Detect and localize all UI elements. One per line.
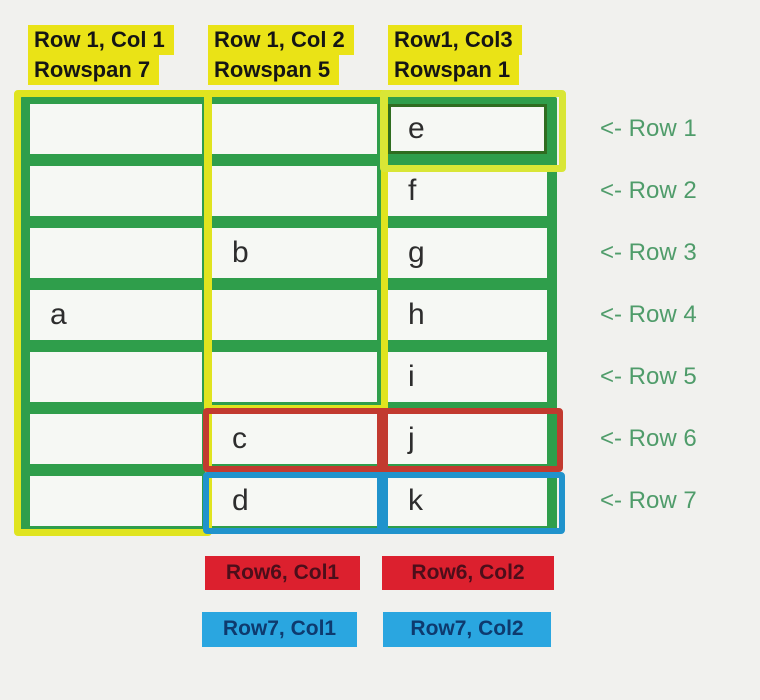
table-cell-r4c3: h — [388, 290, 547, 340]
row-pointer-7: <- Row 7 — [600, 487, 697, 514]
header-label-col3-line1: Row1, Col3 — [388, 25, 522, 55]
table-cell-r1c3: e — [388, 104, 547, 154]
table-cell-r6c3: j — [388, 414, 547, 464]
footer-label-row7-col1: Row7, Col1 — [202, 612, 357, 647]
footer-label-row6-col2: Row6, Col2 — [382, 556, 554, 590]
table-cell-r5c1 — [30, 352, 202, 402]
table-cell-r6c2: c — [212, 414, 377, 464]
header-label-col3: Row1, Col3 Rowspan 1 — [388, 25, 522, 85]
row-pointer-3: <- Row 3 — [600, 239, 697, 266]
table-cell-r1c1 — [30, 104, 202, 154]
header-label-col3-line2: Rowspan 1 — [388, 55, 520, 85]
footer-label-row6-col1: Row6, Col1 — [205, 556, 360, 590]
row-pointer-5: <- Row 5 — [600, 363, 697, 390]
header-label-col1-line2: Rowspan 7 — [28, 55, 160, 85]
table-cell-r2c3: f — [388, 166, 547, 216]
row-pointer-1: <- Row 1 — [600, 115, 697, 142]
table-cell-r4c2 — [212, 290, 377, 340]
table-cell-r6c1 — [30, 414, 202, 464]
row-pointer-2: <- Row 2 — [600, 177, 697, 204]
header-label-col2-line1: Row 1, Col 2 — [208, 25, 354, 55]
row-pointer-4: <- Row 4 — [600, 301, 697, 328]
table-cell-r7c2: d — [212, 476, 377, 526]
table-cell-r7c3: k — [388, 476, 547, 526]
table-cell-r4c1: a — [30, 290, 202, 340]
table-cell-r3c1 — [30, 228, 202, 278]
table-cell-r2c2 — [212, 166, 377, 216]
header-label-col1-line1: Row 1, Col 1 — [28, 25, 174, 55]
table-cell-r5c3: i — [388, 352, 547, 402]
header-label-col2-line2: Rowspan 5 — [208, 55, 340, 85]
table-cell-r7c1 — [30, 476, 202, 526]
table-cell-r3c3: g — [388, 228, 547, 278]
table-cell-r1c2 — [212, 104, 377, 154]
table-cell-r2c1 — [30, 166, 202, 216]
table-cell-r3c2: b — [212, 228, 377, 278]
table-cell-r5c2 — [212, 352, 377, 402]
header-label-col2: Row 1, Col 2 Rowspan 5 — [208, 25, 354, 85]
footer-label-row7-col2: Row7, Col2 — [383, 612, 551, 647]
header-label-col1: Row 1, Col 1 Rowspan 7 — [28, 25, 174, 85]
row-pointer-6: <- Row 6 — [600, 425, 697, 452]
